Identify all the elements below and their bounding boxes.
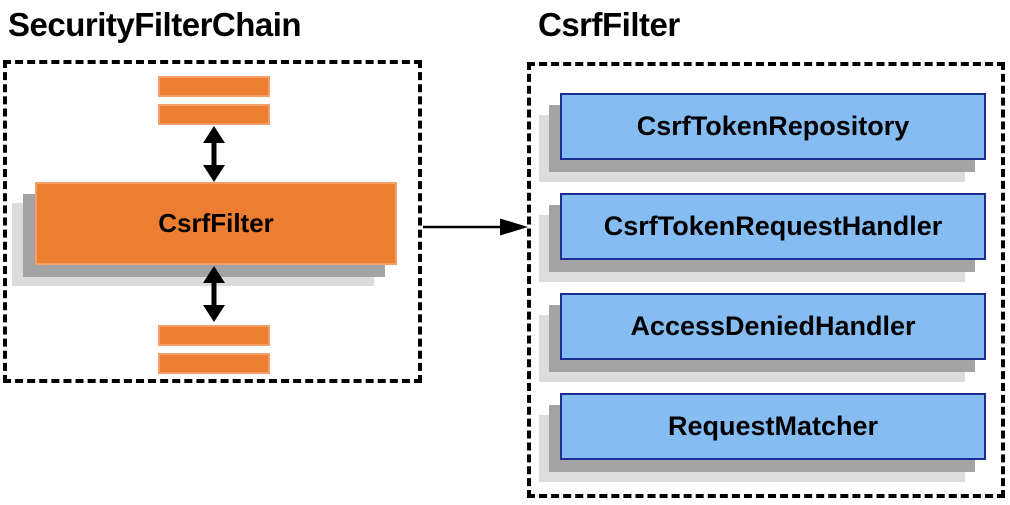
csrf-filter-title: CsrfFilter (538, 6, 680, 43)
csrf-filter-node-label: CsrfFilter (158, 208, 274, 238)
filter-placeholder-bar (158, 325, 270, 346)
component-label: CsrfTokenRequestHandler (603, 211, 943, 241)
filter-placeholder-bar (158, 353, 270, 374)
security-filter-chain-group (3, 60, 422, 383)
csrf-filter-group (527, 62, 1005, 498)
bidirectional-arrow-top (203, 126, 225, 182)
component-box-access-denied-handler: AccessDeniedHandler (560, 293, 986, 360)
flow-arrow (423, 218, 528, 236)
component-box-csrf-token-request-handler: CsrfTokenRequestHandler (560, 193, 986, 260)
component-box-request-matcher: RequestMatcher (560, 393, 986, 460)
security-filter-chain-title: SecurityFilterChain (8, 6, 302, 43)
component-label: AccessDeniedHandler (630, 311, 916, 341)
filter-placeholder-bar (158, 104, 270, 125)
component-box-csrf-token-repository: CsrfTokenRepository (560, 93, 986, 160)
bidirectional-arrow-bottom (203, 266, 225, 322)
component-label: RequestMatcher (667, 411, 879, 441)
filter-placeholder-bar (158, 76, 270, 97)
csrf-filter-node: CsrfFilter (35, 182, 397, 265)
component-label: CsrfTokenRepository (636, 111, 910, 141)
